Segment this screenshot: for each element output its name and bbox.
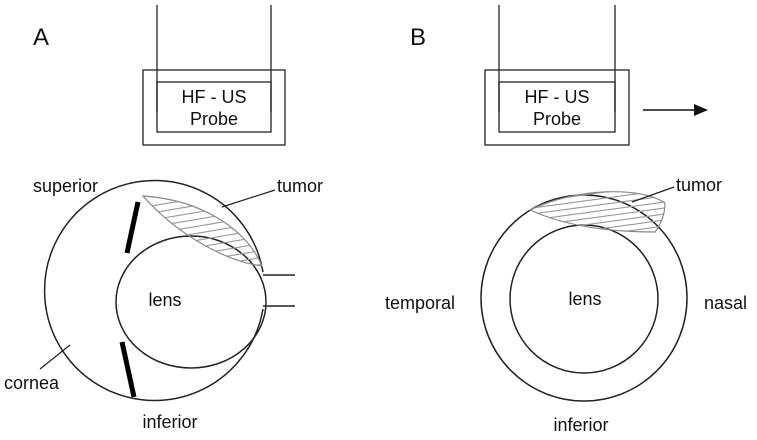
panel-a-probe bbox=[142, 5, 286, 146]
panel-a-letter: A bbox=[33, 24, 49, 51]
panel-b-label-tumor: tumor bbox=[676, 175, 722, 195]
panel-a-probe-label-line2: Probe bbox=[190, 109, 238, 129]
panel-b-tumor bbox=[528, 191, 666, 233]
panel-a-cornea-marks bbox=[119, 201, 141, 398]
panel-b-letter: B bbox=[410, 24, 426, 51]
panel-a-eye bbox=[43, 179, 295, 402]
panel-b-arrow bbox=[643, 104, 708, 116]
panel-a-eye-outline bbox=[43, 179, 264, 402]
panel-a-lens-outline bbox=[115, 235, 267, 369]
panel-a-label-inferior: inferior bbox=[142, 412, 197, 432]
panel-b-leader-lines bbox=[631, 186, 675, 203]
panel-b: B HF - US Probe bbox=[385, 5, 747, 435]
panel-a-label-superior: superior bbox=[33, 176, 98, 196]
panel-a-probe-label-line1: HF - US bbox=[182, 87, 247, 107]
panel-b-probe-label-line2: Probe bbox=[533, 109, 581, 129]
panel-a-label-lens: lens bbox=[148, 290, 181, 310]
panel-a-label-cornea: cornea bbox=[4, 373, 60, 393]
panel-b-probe bbox=[484, 5, 630, 146]
panel-a-label-tumor: tumor bbox=[277, 176, 323, 196]
panel-a-leader-lines bbox=[39, 189, 276, 370]
panel-a: A HF - US Probe bbox=[4, 5, 323, 432]
panel-b-label-temporal: temporal bbox=[385, 293, 455, 313]
panel-b-label-nasal: nasal bbox=[704, 293, 747, 313]
panel-b-probe-label-line1: HF - US bbox=[525, 87, 590, 107]
panel-a-tumor bbox=[141, 195, 263, 267]
panel-b-label-inferior: inferior bbox=[553, 415, 608, 435]
panel-b-label-lens: lens bbox=[568, 289, 601, 309]
